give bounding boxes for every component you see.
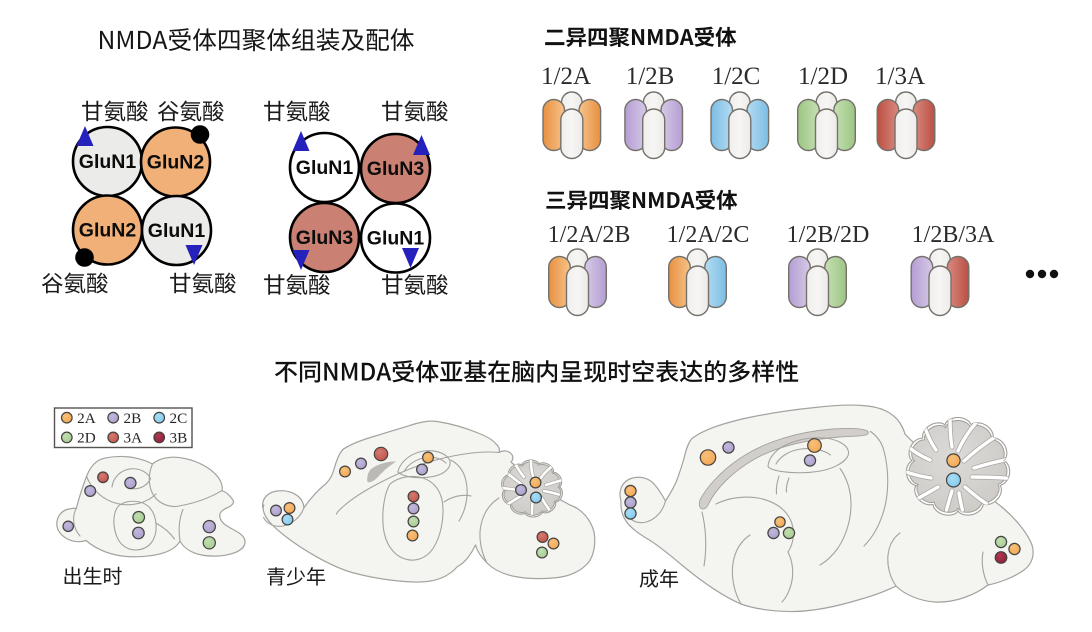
svg-text:GluN3: GluN3 <box>367 158 425 180</box>
svg-text:2B: 2B <box>124 410 142 427</box>
svg-text:3B: 3B <box>170 430 188 447</box>
svg-text:1/2B/3A: 1/2B/3A <box>912 222 995 248</box>
svg-text:GluN1: GluN1 <box>367 228 425 250</box>
svg-text:GluN2: GluN2 <box>147 152 205 174</box>
svg-text:GluN2: GluN2 <box>79 220 137 242</box>
svg-text:1/2B: 1/2B <box>626 63 675 90</box>
svg-text:1/2C: 1/2C <box>712 63 761 90</box>
svg-text:2A: 2A <box>77 410 96 427</box>
svg-text:1/2A: 1/2A <box>541 63 591 90</box>
svg-text:1/3A: 1/3A <box>875 63 925 90</box>
svg-text:2C: 2C <box>170 410 188 427</box>
svg-text:GluN3: GluN3 <box>296 227 354 249</box>
svg-text:1/2A/2B: 1/2A/2B <box>548 222 631 248</box>
svg-text:1/2A/2C: 1/2A/2C <box>667 222 750 248</box>
svg-text:GluN1: GluN1 <box>296 157 354 179</box>
svg-text:3A: 3A <box>124 430 143 447</box>
svg-text:GluN1: GluN1 <box>79 151 137 173</box>
svg-text:2D: 2D <box>77 430 96 447</box>
svg-text:1/2D: 1/2D <box>798 63 848 90</box>
svg-text:1/2B/2D: 1/2B/2D <box>787 222 870 248</box>
svg-text:GluN1: GluN1 <box>148 220 206 242</box>
